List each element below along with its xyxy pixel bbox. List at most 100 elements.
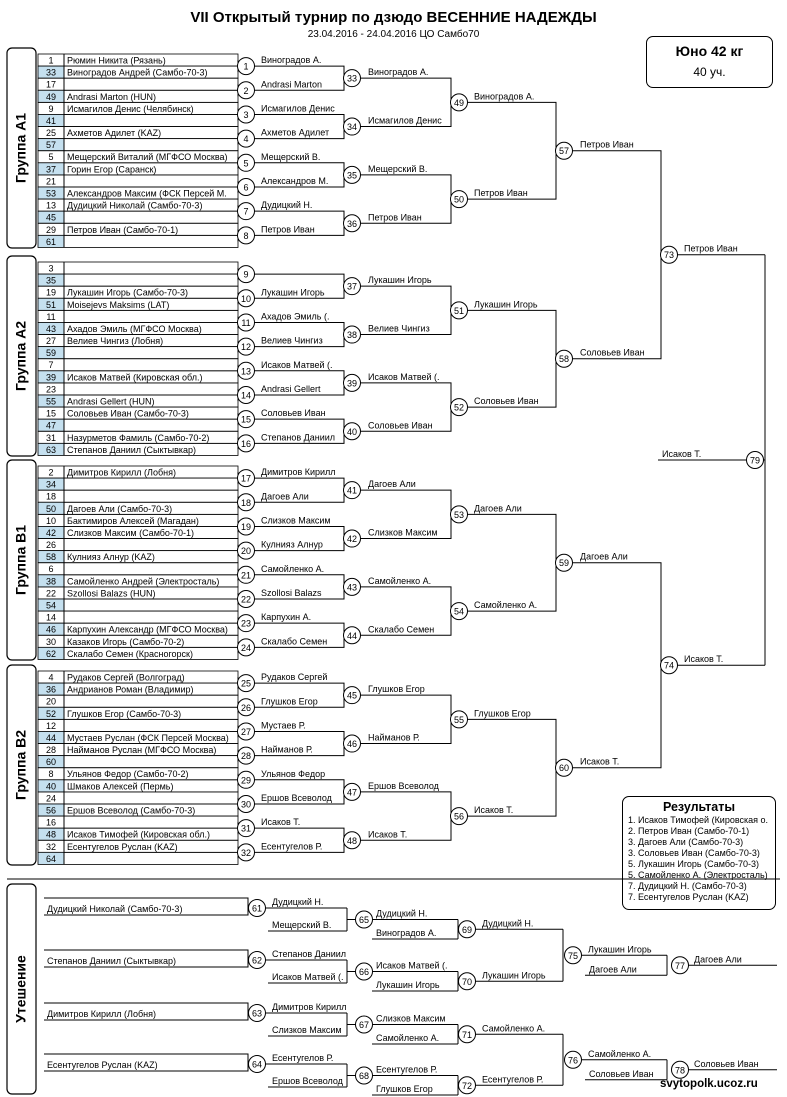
competitor-name: Глушков Егор (Самбо-70-3): [67, 709, 181, 719]
seed-number: 31: [46, 433, 56, 443]
slot-row: [37, 562, 239, 576]
match-r2-38-number: 38: [347, 330, 357, 340]
seed-number: 26: [46, 540, 56, 550]
competitor-name: Самойленко Андрей (Электросталь): [67, 576, 219, 586]
winner-name: Мещерский В.: [368, 164, 427, 174]
seed-number: 28: [46, 745, 56, 755]
winner-name: Исаков Матвей (.: [261, 360, 333, 370]
winner-name: Есентугелов Р.: [272, 1053, 333, 1063]
dropdown-name: Виноградов А.: [376, 928, 436, 938]
match-1-18-number: 18: [241, 498, 251, 508]
seed-cell: [38, 598, 64, 612]
match-1-23-number: 23: [241, 619, 251, 629]
winner-name: Ершов Всеволод: [368, 781, 440, 791]
consolation-frame: [6, 883, 37, 1095]
winner-name: Глушков Егор: [368, 684, 425, 694]
seed-number: 19: [46, 288, 56, 298]
seed-number: 27: [46, 336, 56, 346]
seed-number: 43: [46, 324, 56, 334]
slot-row: [37, 309, 239, 323]
slot-row: [37, 114, 239, 127]
dropdown-name: Соловьев Иван: [589, 1069, 654, 1079]
bracket-line: [44, 1002, 249, 1021]
winner-name: Виноградов А.: [368, 67, 428, 77]
competitor-name: Ершов Всеволод (Самбо-70-3): [67, 805, 195, 815]
group-frame: [6, 459, 37, 661]
seed-cell: [38, 322, 64, 335]
page-title: VII Открытый турнир по дзюдо ВЕСЕННИЕ НА…: [190, 9, 597, 26]
competitor-name: Moisejevs Maksims (LAT): [67, 300, 169, 310]
winner-name: Слизков Максим: [368, 528, 438, 538]
winner-name: Лукашин Игорь: [588, 944, 652, 954]
winner-name: Лукашин Игорь: [261, 287, 325, 297]
seed-cell: [38, 526, 64, 539]
seed-cell: [38, 852, 64, 865]
winner-name: Скалабо Семен: [368, 624, 434, 634]
winner-name: Скалабо Семен: [261, 636, 327, 646]
slot-row: [37, 489, 239, 503]
consolation-match-number: 63: [252, 1009, 262, 1019]
seed-number: 55: [46, 396, 56, 406]
seed-number: 15: [46, 409, 56, 419]
match-1-16-number: 16: [241, 439, 251, 449]
dropdown-name: Глушков Егор: [376, 1084, 433, 1094]
seed-number: 64: [46, 854, 56, 864]
seed-number: 53: [46, 188, 56, 198]
competitor-name: Рюмин Никита (Рязань): [67, 56, 166, 66]
match-r4-58-number: 58: [559, 354, 569, 364]
match-r3-51-number: 51: [454, 306, 464, 316]
competitor-name: Горин Егор (Саранск): [67, 164, 156, 174]
winner-name: Самойленко А.: [368, 576, 431, 586]
seed-cell: [38, 683, 64, 696]
slot-row: [37, 815, 239, 829]
seed-number: 25: [46, 128, 56, 138]
winner-name: Мустаев Р.: [261, 720, 306, 730]
seed-number: 47: [46, 421, 56, 431]
competitor-name: Andrasi Marton (HUN): [67, 92, 156, 102]
winner-name: Лукашин Игорь: [368, 275, 432, 285]
seed-number: 9: [48, 104, 53, 114]
result-item: 3. Дагоев Али (Самбо-70-3): [628, 837, 744, 847]
competitor-name: Есентугелов Руслан (KAZ): [67, 842, 178, 852]
match-1-31-number: 31: [241, 824, 251, 834]
competitor-name: Карпухин Александр (МГФСО Москва): [67, 625, 228, 635]
match-1-27-number: 27: [241, 727, 251, 737]
seed-cell: [38, 90, 64, 103]
match-1-11-number: 11: [241, 318, 250, 328]
group-frame: [6, 664, 37, 866]
match-r2-42-number: 42: [347, 534, 357, 544]
seed-number: 34: [46, 480, 56, 490]
group-label: Группа А2: [13, 321, 29, 391]
match-r3-56-number: 56: [454, 812, 464, 822]
dropdown-name: Ершов Всеволод: [272, 1076, 344, 1086]
match-r2-33-number: 33: [347, 74, 357, 84]
match-r2-37-number: 37: [347, 282, 357, 292]
match-r2-46-number: 46: [347, 739, 357, 749]
seed-number: 38: [46, 576, 56, 586]
seed-cell: [38, 66, 64, 79]
seed-number: 24: [46, 793, 56, 803]
slot-row: [37, 851, 239, 865]
match-r4-59-number: 59: [559, 558, 569, 568]
seed-number: 6: [48, 564, 53, 574]
seed-cell: [38, 443, 64, 456]
winner-name: Петров Иван: [261, 224, 315, 234]
seed-cell: [38, 803, 64, 817]
consolation-semi-number: 76: [568, 1055, 578, 1065]
winner-name: Дудицкий Н.: [261, 200, 312, 210]
seed-number: 1: [48, 56, 53, 66]
seed-number: 12: [46, 721, 56, 731]
seed-cell: [38, 114, 64, 127]
winner-name: Степанов Даниил: [261, 432, 335, 442]
seed-number: 62: [46, 649, 56, 659]
seed-number: 56: [46, 805, 56, 815]
seed-cell: [38, 623, 64, 636]
match-r3-49-number: 49: [454, 98, 464, 108]
match-1-4-number: 4: [243, 134, 248, 144]
seed-number: 60: [46, 757, 56, 767]
match-1-12-number: 12: [241, 342, 251, 352]
slot-row: [37, 442, 239, 456]
competitor-name: Дудицкий Николай (Самбо-70-3): [67, 201, 202, 211]
winner-name: Есентугелов Р.: [482, 1074, 543, 1084]
winner-name: Ульянов Федор: [261, 769, 325, 779]
